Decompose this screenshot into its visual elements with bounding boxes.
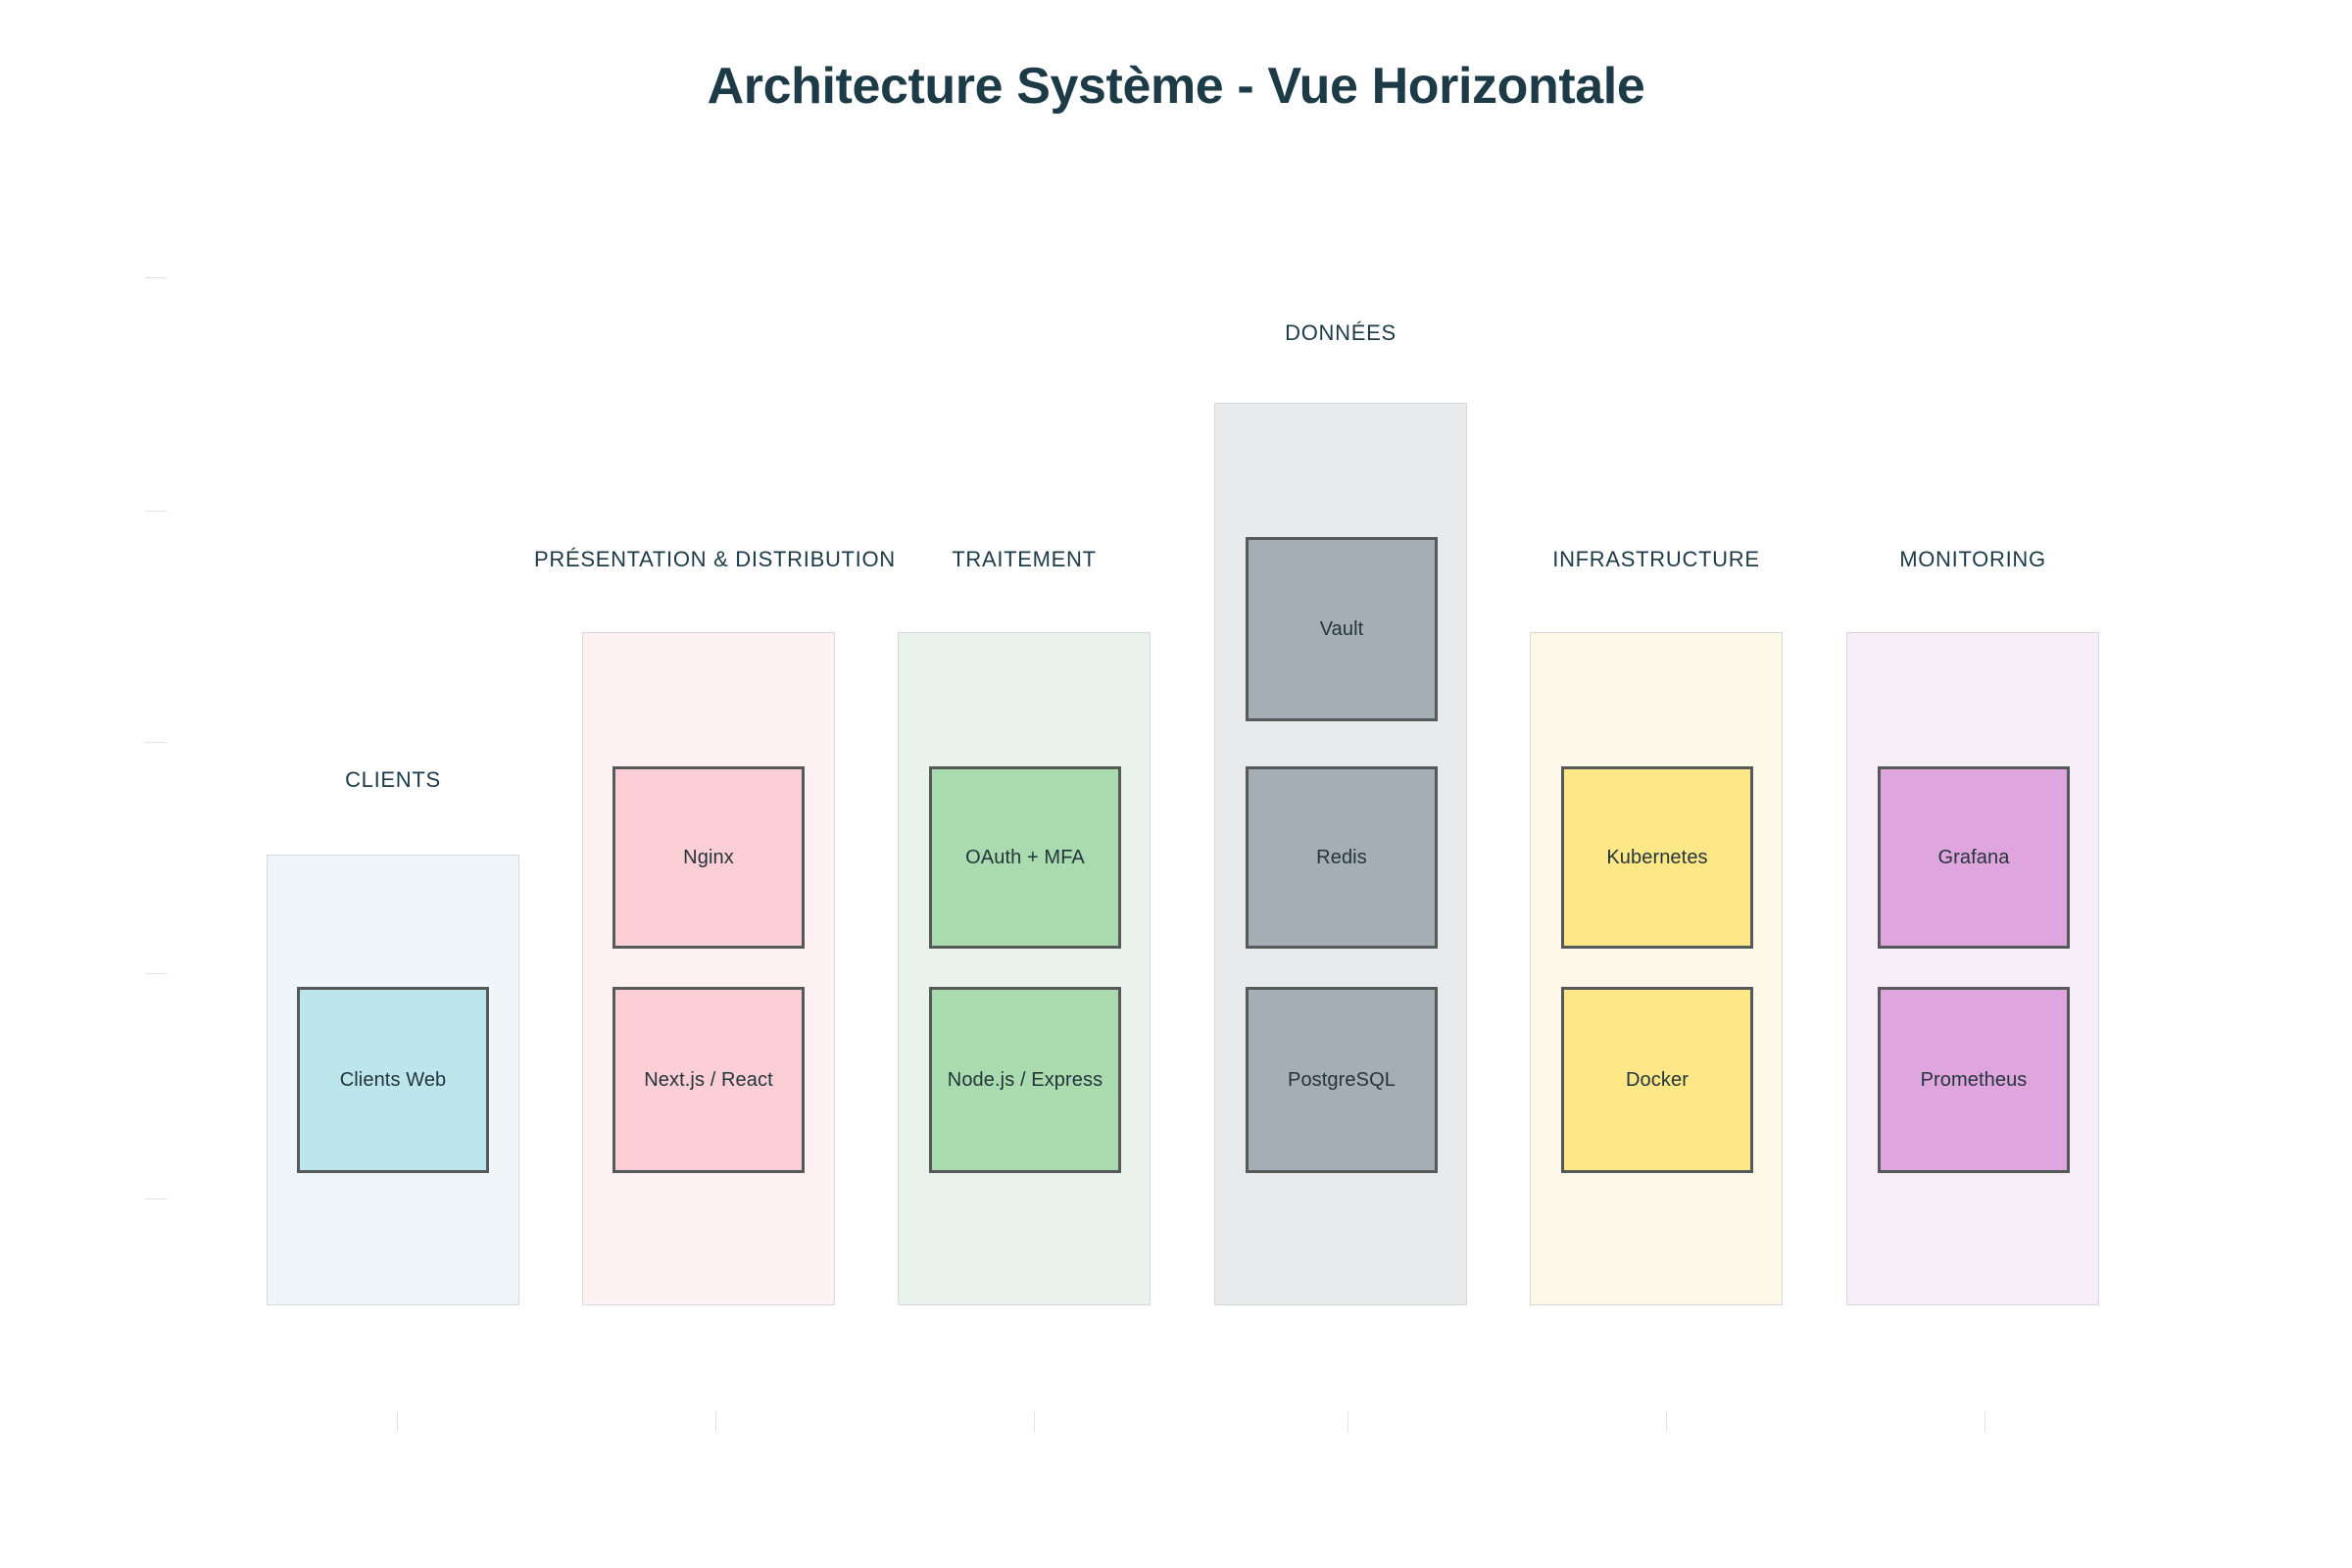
x-axis-tick <box>715 1411 716 1433</box>
node-label: Prometheus <box>1920 1068 2028 1091</box>
node-box[interactable]: PostgreSQL <box>1246 987 1438 1173</box>
node-label: Docker <box>1626 1068 1689 1091</box>
node-box[interactable]: Node.js / Express <box>929 987 1121 1173</box>
node-label: Nginx <box>683 846 734 868</box>
node-box[interactable]: Vault <box>1246 537 1438 721</box>
node-label: Grafana <box>1937 846 2010 868</box>
layer-column-infrastructure[interactable] <box>1530 632 1783 1305</box>
node-box[interactable]: Kubernetes <box>1561 766 1753 949</box>
layer-column-monitoring[interactable] <box>1846 632 2099 1305</box>
y-axis-tick <box>145 973 167 974</box>
layer-label: CLIENTS <box>345 767 441 792</box>
y-axis-tick <box>145 511 167 512</box>
x-axis-tick <box>397 1411 398 1433</box>
node-label: OAuth + MFA <box>965 846 1085 868</box>
node-label: Kubernetes <box>1606 846 1708 868</box>
y-axis-tick <box>145 1199 167 1200</box>
node-box[interactable]: OAuth + MFA <box>929 766 1121 949</box>
x-axis-tick <box>1034 1411 1035 1433</box>
node-label: PostgreSQL <box>1288 1068 1396 1091</box>
node-box[interactable]: Nginx <box>612 766 805 949</box>
node-label: Next.js / React <box>644 1068 773 1091</box>
node-box[interactable]: Grafana <box>1878 766 2070 949</box>
layer-label: INFRASTRUCTURE <box>1552 547 1760 571</box>
node-label: Vault <box>1319 617 1364 640</box>
layer-column-traitement[interactable] <box>898 632 1151 1305</box>
layer-label: MONITORING <box>1899 547 2046 571</box>
x-axis-tick <box>1666 1411 1667 1433</box>
node-box[interactable]: Next.js / React <box>612 987 805 1173</box>
y-axis-tick <box>145 742 167 743</box>
layer-label: DONNÉES <box>1285 320 1396 345</box>
node-label: Node.js / Express <box>947 1068 1103 1091</box>
node-label: Clients Web <box>339 1068 447 1091</box>
node-box[interactable]: Docker <box>1561 987 1753 1173</box>
page-title: Architecture Système - Vue Horizontale <box>707 58 1645 115</box>
node-box[interactable]: Prometheus <box>1878 987 2070 1173</box>
layer-column-pr-sentation-distribution[interactable] <box>582 632 835 1305</box>
x-axis-tick <box>1984 1411 1985 1433</box>
node-box[interactable]: Redis <box>1246 766 1438 949</box>
node-label: Redis <box>1316 846 1367 868</box>
layer-label: PRÉSENTATION & DISTRIBUTION <box>534 547 896 571</box>
y-axis-tick <box>145 277 167 278</box>
node-box[interactable]: Clients Web <box>297 987 489 1173</box>
layer-label: TRAITEMENT <box>952 547 1097 571</box>
